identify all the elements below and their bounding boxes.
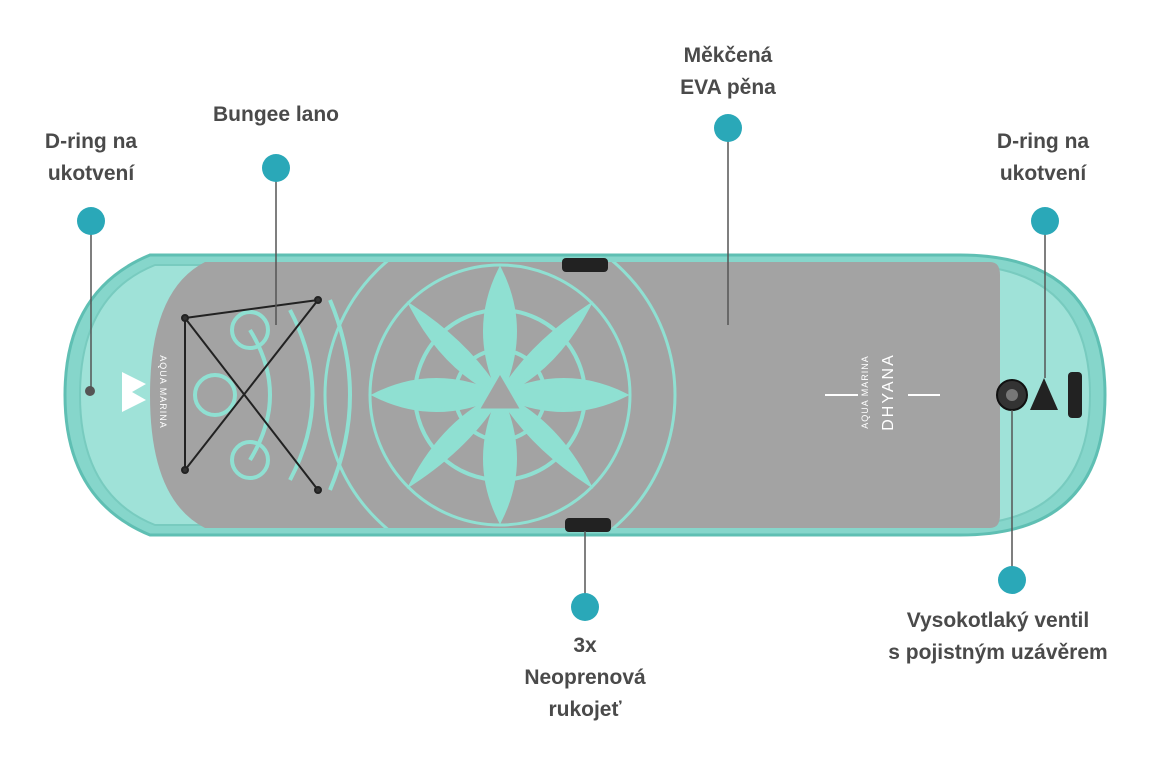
marker-handle <box>571 593 599 621</box>
label-line: Neoprenová <box>524 666 646 689</box>
dring-left-icon <box>85 386 95 396</box>
label-line: Vysokotlaký ventil <box>906 609 1090 632</box>
label-line: D-ring na <box>44 130 138 153</box>
marker-bungee <box>262 154 290 182</box>
label-line: Bungee lano <box>212 103 340 126</box>
brand-logo-icon <box>122 372 146 412</box>
label-dring-left: D-ring na ukotvení <box>45 126 137 190</box>
handle-top <box>562 258 608 272</box>
marker-valve <box>998 566 1026 594</box>
model-logo-text: AQUA MARINA <box>860 355 870 429</box>
marker-dring-left <box>77 207 105 235</box>
label-line: EVA pěna <box>680 76 776 99</box>
label-eva: Měkčená EVA pěna <box>680 40 776 104</box>
label-line: ukotvení <box>999 162 1087 185</box>
valve-center <box>1006 389 1018 401</box>
label-line: s pojistným uzávěrem <box>888 641 1108 664</box>
label-valve: Vysokotlaký ventil s pojistným uzávěrem <box>888 605 1107 669</box>
label-line: 3x <box>573 634 597 657</box>
label-dring-right: D-ring na ukotvení <box>997 126 1089 190</box>
model-name-text: DHYANA <box>880 353 897 431</box>
label-bungee: Bungee lano <box>213 99 339 131</box>
marker-dring-right <box>1031 207 1059 235</box>
label-line: D-ring na <box>996 130 1090 153</box>
center-logo-icon <box>475 369 525 412</box>
label-line: Měkčená <box>683 44 773 67</box>
handle-tail <box>1068 372 1082 418</box>
dring-right-icon <box>1030 378 1058 410</box>
marker-eva <box>714 114 742 142</box>
label-handle: 3x Neoprenová rukojeť <box>524 630 645 726</box>
bungee-cord <box>181 296 322 494</box>
handle-bottom <box>565 518 611 532</box>
label-line: rukojeť <box>548 698 622 721</box>
brand-logo-text: AQUA MARINA <box>158 355 168 429</box>
label-line: ukotvení <box>47 162 135 185</box>
